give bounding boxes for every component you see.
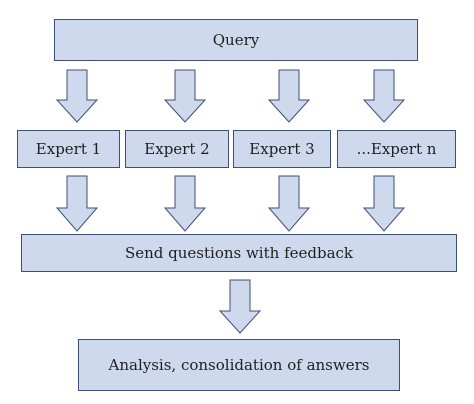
analysis-label: Analysis, consolidation of answers (108, 355, 370, 374)
arrow-down-icon (218, 279, 262, 334)
expert-label: Expert 1 (35, 139, 102, 158)
query-label: Query (212, 30, 260, 49)
query-box: Query (54, 19, 418, 61)
expert-label: Expert 2 (144, 139, 210, 158)
expert-box-1: Expert 1 (17, 130, 120, 168)
arrow-down-icon (163, 69, 207, 123)
arrow-down-icon (267, 69, 311, 123)
expert-box-n: ...Expert n (337, 130, 456, 168)
arrow-down-icon (362, 175, 406, 232)
expert-label: ...Expert n (356, 139, 437, 158)
arrow-down-icon (362, 69, 406, 123)
arrow-down-icon (163, 175, 207, 232)
feedback-label: Send questions with feedback (124, 243, 354, 262)
analysis-box: Analysis, consolidation of answers (78, 339, 400, 391)
feedback-box: Send questions with feedback (21, 234, 457, 272)
arrow-down-icon (267, 175, 311, 232)
expert-box-3: Expert 3 (233, 130, 331, 168)
arrow-down-icon (55, 69, 99, 123)
expert-label: Expert 3 (249, 139, 315, 158)
expert-box-2: Expert 2 (125, 130, 229, 168)
arrow-down-icon (55, 175, 99, 232)
